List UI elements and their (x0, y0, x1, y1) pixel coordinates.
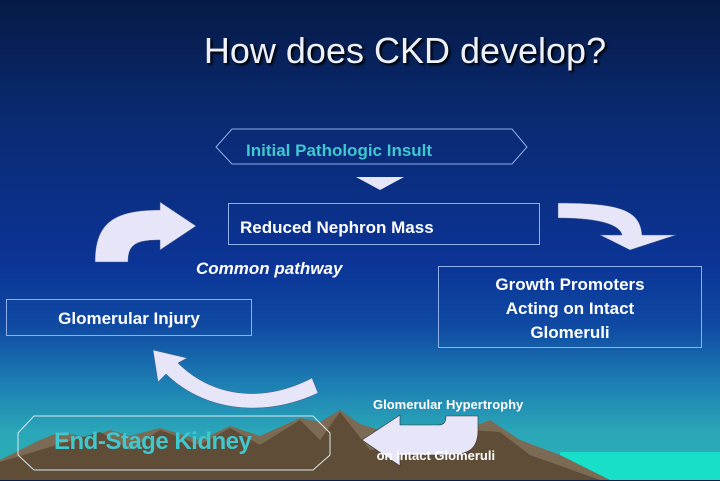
end-stage-frame (17, 415, 331, 471)
glomerular-injury-box: Glomerular Injury (6, 299, 252, 336)
down-arrow-icon (356, 177, 404, 190)
mountains-shadow (0, 412, 600, 480)
growth-promoters-line-2: Acting on Intact (505, 299, 635, 318)
initial-insult-frame (215, 128, 528, 165)
curved-arrow-up-right-icon (94, 201, 197, 263)
reduced-nephron-mass-label: Reduced Nephron Mass (240, 218, 434, 237)
slide-title: How does CKD develop? (203, 30, 607, 71)
initial-insult-label: Initial Pathologic Insult (246, 141, 433, 160)
common-pathway-label: Common pathway (196, 259, 343, 278)
growth-promoters-line-3: Glomeruli (530, 323, 610, 342)
end-stage-kidney-label: End-Stage Kidney (54, 428, 252, 455)
growth-promoters-line-1: Growth Promoters (495, 275, 645, 294)
hypertrophy-line-2: on intact Glomeruli (373, 448, 496, 463)
curved-arrow-right-down-icon (557, 202, 677, 251)
growth-promoters-box: Growth Promoters Acting on Intact Glomer… (438, 266, 702, 348)
curved-arrow-up-left-icon (152, 349, 319, 409)
hook-arrow-left-icon (361, 414, 479, 467)
reduced-nephron-mass-box: Reduced Nephron Mass (228, 203, 540, 245)
glomerular-hypertrophy-label: Glomerular Hypertrophy on intact Glomeru… (373, 362, 523, 481)
hypertrophy-line-1: Glomerular Hypertrophy (373, 397, 524, 412)
glomerular-injury-label: Glomerular Injury (58, 309, 200, 328)
